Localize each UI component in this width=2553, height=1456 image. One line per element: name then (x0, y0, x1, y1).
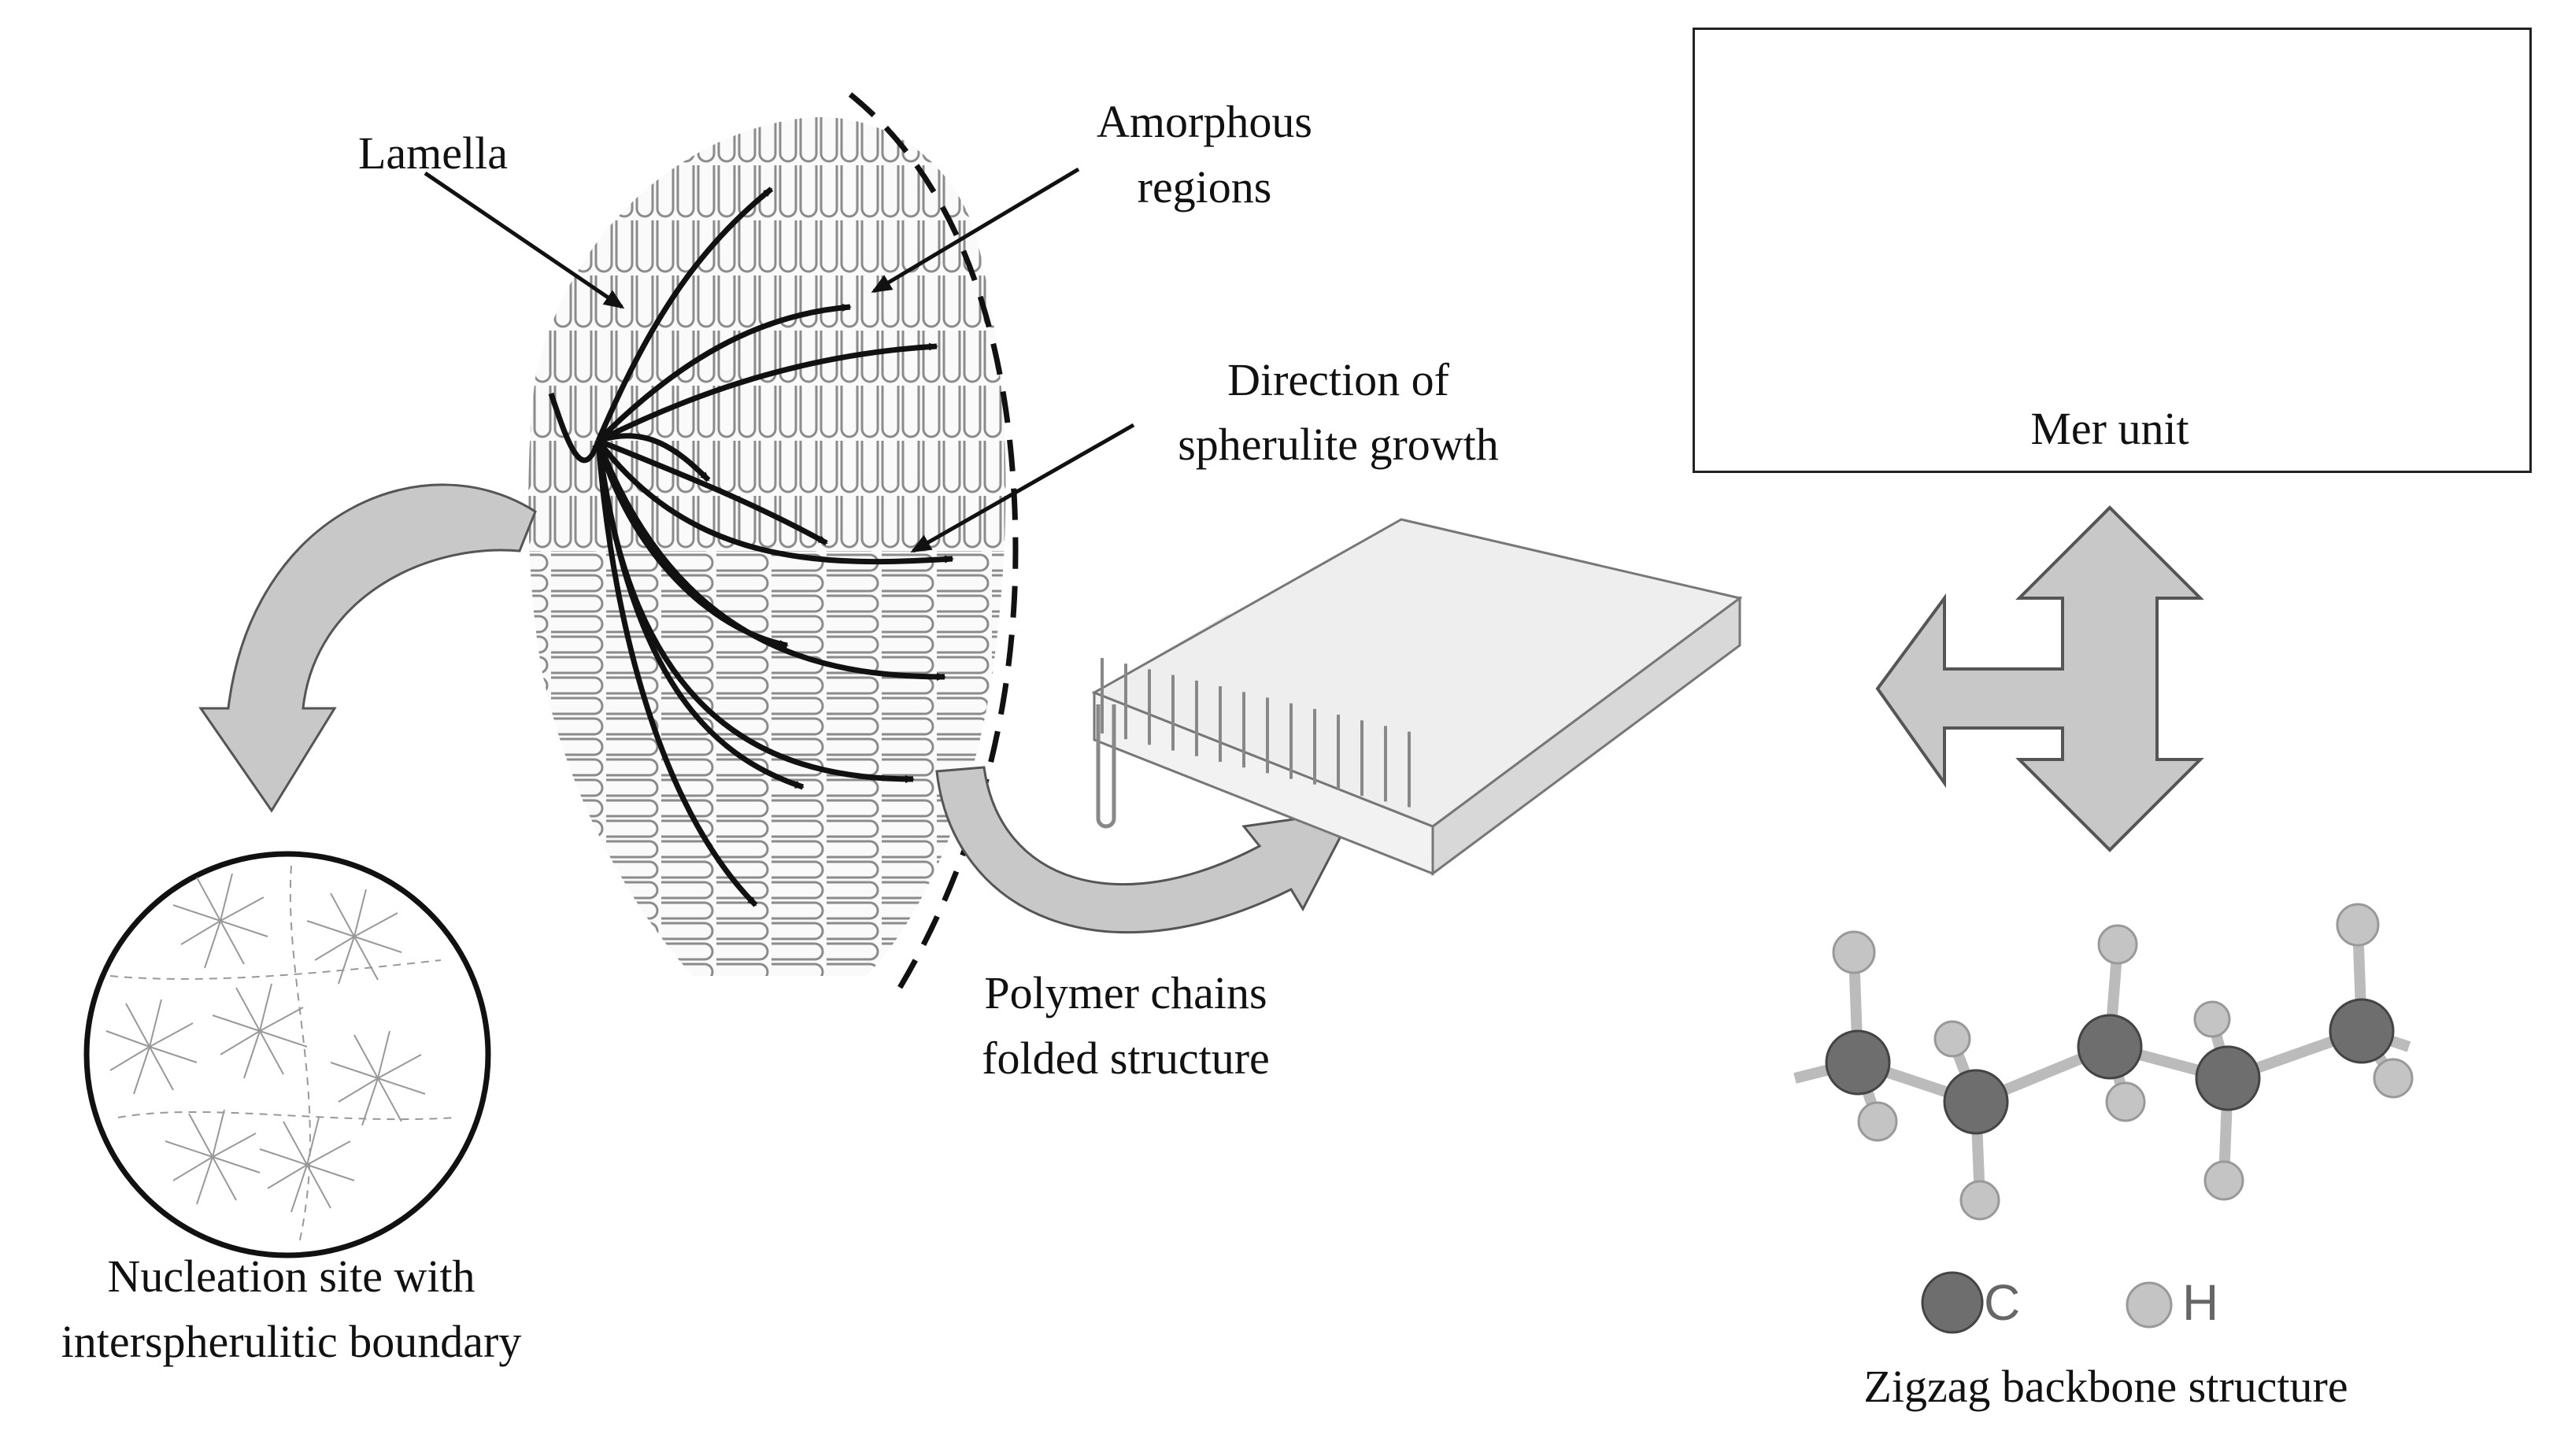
three-way-arrow (1875, 505, 2204, 852)
lamella-pointer (424, 171, 625, 309)
mer-unit-label: Mer unit (2030, 403, 2189, 454)
growth-front-dashed (848, 92, 1019, 993)
nucleation-label-line2: interspherulitic boundary (61, 1316, 522, 1367)
polymer-label-line1: Polymer chains (984, 967, 1267, 1018)
amorphous-label-line1: Amorphous (1097, 96, 1312, 147)
direction-pointer (910, 423, 1135, 553)
amorphous-label-line2: regions (1137, 161, 1272, 212)
polymer-label-line2: folded structure (982, 1033, 1270, 1084)
spherulite-sketch (528, 92, 1019, 993)
legend-carbon-label: C (1984, 1274, 2021, 1331)
folded-chain-block (1091, 518, 1743, 876)
legend-hydrogen-label: H (2182, 1274, 2219, 1331)
mer-unit-box (1693, 28, 2532, 473)
lamella-label: Lamella (357, 127, 508, 179)
zigzag-ball-stick (1793, 903, 2414, 1334)
direction-label-line1: Direction of (1227, 354, 1449, 405)
curved-arrow-to-nucleation (198, 483, 537, 813)
amorphous-pointer (871, 167, 1080, 294)
carbon-legend-swatch (1921, 1271, 1984, 1334)
curved-arrow-to-folded (935, 766, 1356, 934)
hydrogen-legend-swatch (2126, 1281, 2173, 1329)
nucleation-circle (83, 851, 491, 1258)
zigzag-label: Zigzag backbone structure (1863, 1361, 2348, 1412)
direction-label-line2: spherulite growth (1178, 419, 1499, 470)
growth-arrows (548, 187, 954, 907)
nucleation-label-line1: Nucleation site with (107, 1251, 475, 1302)
